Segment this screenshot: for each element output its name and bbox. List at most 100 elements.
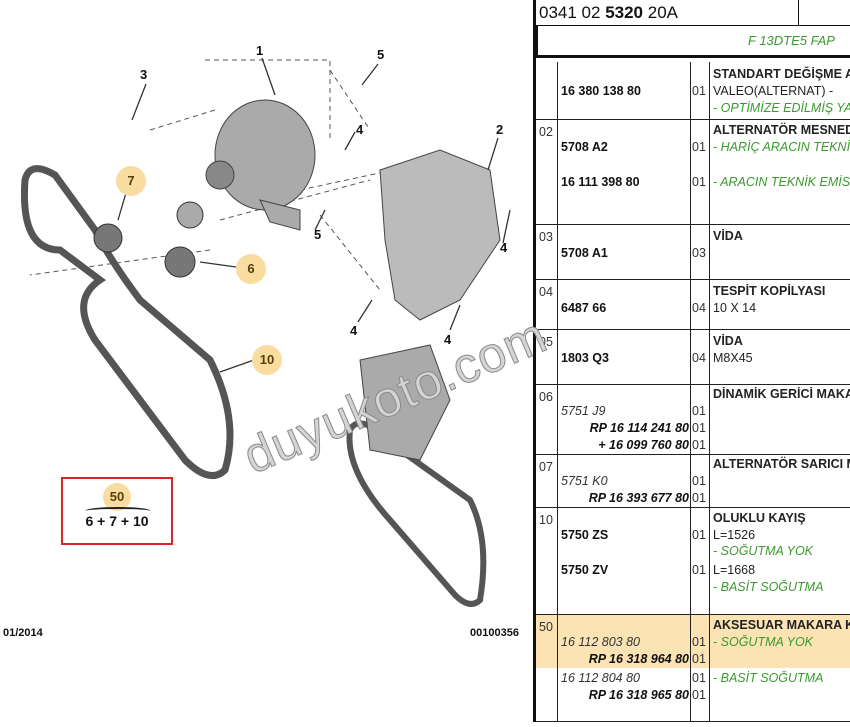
part-number[interactable]: + 16 099 760 80 bbox=[598, 438, 689, 452]
kit-formula: 6 + 7 + 10 bbox=[85, 513, 149, 529]
mini-assembly bbox=[359, 344, 451, 461]
quantity: 01 bbox=[692, 175, 706, 189]
diagram-date: 01/2014 bbox=[3, 627, 43, 639]
part-number[interactable]: 5708 A2 bbox=[561, 140, 608, 154]
callout-7: 7 bbox=[116, 166, 146, 196]
table-row[interactable]: 03 VİDA 5708 A1 03 bbox=[536, 225, 850, 280]
row-line: VİDA bbox=[536, 333, 850, 350]
row-highlight bbox=[536, 615, 850, 668]
part-number[interactable]: 5708 A1 bbox=[561, 246, 608, 260]
quantity: 01 bbox=[692, 421, 706, 435]
column-divider bbox=[557, 62, 558, 722]
brace bbox=[85, 507, 151, 515]
callout-1: 1 bbox=[256, 43, 264, 58]
description: L=1668 bbox=[713, 563, 756, 577]
description: VİDA bbox=[713, 334, 743, 348]
row-line: STANDART DEĞİŞME A bbox=[536, 66, 850, 83]
description: - BASİT SOĞUTMA bbox=[713, 580, 824, 594]
alternator-bracket bbox=[379, 149, 501, 321]
callout-4: 4 bbox=[350, 323, 358, 338]
row-line: AKSESUAR MAKARA K bbox=[536, 617, 850, 634]
description: M8X45 bbox=[713, 351, 753, 365]
code-main: 5320 bbox=[605, 3, 644, 22]
row-line: DİNAMİK GERİCİ MAKA bbox=[536, 386, 850, 403]
row-line: OLUKLU KAYIŞ bbox=[536, 510, 850, 527]
description: ALTERNATÖR SARICI M bbox=[713, 457, 850, 471]
part-number[interactable]: 5750 ZV bbox=[561, 563, 609, 577]
description: - SOĞUTMA YOK bbox=[713, 635, 814, 649]
part-number[interactable]: 16 112 803 80 bbox=[561, 635, 641, 649]
part-number[interactable]: RP 16 318 965 80 bbox=[588, 688, 689, 702]
tensioner-pulleys bbox=[93, 201, 204, 278]
description: AKSESUAR MAKARA K bbox=[713, 618, 850, 632]
row-ref: 03 bbox=[539, 230, 553, 244]
part-number[interactable]: 5751 K0 bbox=[561, 474, 608, 488]
row-ref: 05 bbox=[539, 335, 553, 349]
row-ref: 06 bbox=[539, 390, 553, 404]
part-number[interactable]: RP 16 393 677 80 bbox=[588, 491, 689, 505]
part-number[interactable]: RP 16 318 964 80 bbox=[588, 652, 689, 666]
table-row[interactable]: 50 AKSESUAR MAKARA K 16 112 803 80 01 - SOĞU… bbox=[536, 615, 850, 722]
quantity: 01 bbox=[692, 688, 706, 702]
part-number[interactable]: 5750 ZS bbox=[561, 528, 609, 542]
column-divider bbox=[709, 62, 710, 722]
table-row[interactable]: 05 VİDA 1803 Q3 04 M8X45 bbox=[536, 330, 850, 385]
description: TESPİT KOPİLYASI bbox=[713, 284, 826, 298]
quantity: 01 bbox=[692, 563, 706, 577]
part-number[interactable]: RP 16 114 241 80 bbox=[589, 421, 689, 435]
description: ALTERNATÖR MESNED bbox=[713, 123, 850, 137]
quantity: 01 bbox=[692, 652, 706, 666]
callout-10: 10 bbox=[252, 345, 282, 375]
row-ref: 07 bbox=[539, 460, 553, 474]
callout-4: 4 bbox=[500, 240, 508, 255]
description: - ARACIN TEKNİK EMİS bbox=[713, 175, 850, 189]
description: - OPTİMİZE EDİLMİŞ YA bbox=[713, 101, 850, 115]
row-ref: 50 bbox=[539, 620, 553, 634]
quantity: 04 bbox=[692, 351, 706, 365]
callout-5: 5 bbox=[377, 47, 385, 62]
quantity: 03 bbox=[692, 246, 706, 260]
diagram-drawing bbox=[20, 57, 511, 607]
row-line: ALTERNATÖR SARICI M bbox=[536, 456, 850, 473]
part-number[interactable]: 16 111 398 80 bbox=[561, 175, 640, 189]
callout-4: 4 bbox=[356, 122, 364, 137]
code-suffix: 20A bbox=[643, 3, 678, 22]
row-line: 5750 ZV 01 L=1668 bbox=[536, 562, 850, 579]
engine-variant: F 13DTE5 FAP bbox=[536, 25, 850, 58]
part-number[interactable]: 5751 J9 bbox=[561, 404, 606, 418]
belt-large bbox=[20, 165, 234, 480]
row-line: 1803 Q3 04 M8X45 bbox=[536, 350, 850, 367]
quantity: 01 bbox=[692, 491, 706, 505]
description: - SOĞUTMA YOK bbox=[713, 544, 814, 558]
part-number[interactable]: 1803 Q3 bbox=[561, 351, 609, 365]
part-number[interactable]: 16 112 804 80 bbox=[561, 671, 641, 685]
callout-3: 3 bbox=[140, 67, 148, 82]
row-line: TESPİT KOPİLYASI bbox=[536, 283, 850, 300]
part-number[interactable]: 16 380 138 80 bbox=[561, 84, 641, 98]
row-line: - OPTİMİZE EDİLMİŞ YA bbox=[536, 100, 850, 117]
exploded-parts-diagram: 1 2 3 4 4 4 4 5 5 7 6 10 50 6 + 7 + 10 d… bbox=[3, 43, 555, 639]
part-number[interactable]: 6487 66 bbox=[561, 301, 607, 315]
description: VİDA bbox=[713, 229, 743, 243]
row-line: VİDA bbox=[536, 228, 850, 245]
description: 10 X 14 bbox=[713, 301, 757, 315]
row-line: 16 111 398 80 01 - ARACIN TEKNİK EMİS bbox=[536, 174, 850, 191]
code-prefix: 0341 02 bbox=[539, 3, 606, 22]
